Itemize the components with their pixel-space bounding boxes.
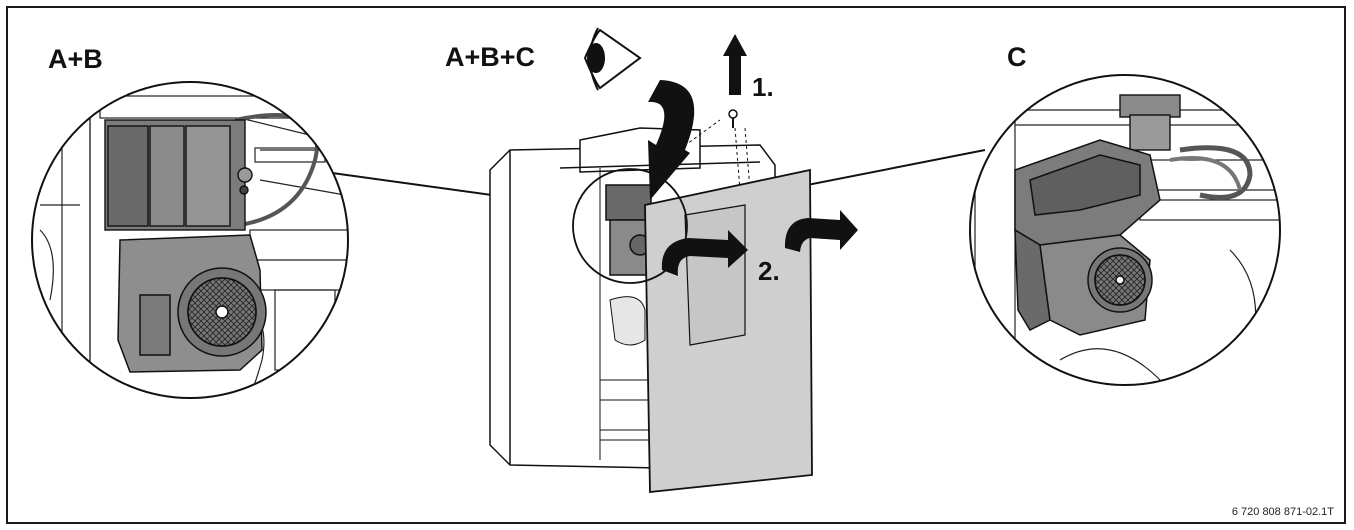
step-2-label: 2. [758,256,780,286]
curved-arrow-down-icon [648,80,695,200]
boiler-highlight-circle [572,168,688,284]
arrow-up-icon [723,34,747,95]
screw-icon [728,109,738,128]
detail-circle-right-outline [969,74,1281,386]
curved-arrow-right-icon [661,230,748,276]
detail-circle-right [970,75,1280,385]
detail-circle-left [32,82,348,398]
figure-frame [6,6,1346,524]
detail-circle-left-outline [31,81,349,399]
label-a-b: A+B [48,44,103,74]
document-reference: 6 720 808 871-02.1T [1231,506,1334,518]
label-c: C [1007,42,1027,72]
label-a-b-c: A+B+C [445,42,536,72]
curved-arrow-right-icon-2 [784,210,858,252]
step-1-label: 1. [752,72,774,102]
eye-icon [583,27,642,91]
